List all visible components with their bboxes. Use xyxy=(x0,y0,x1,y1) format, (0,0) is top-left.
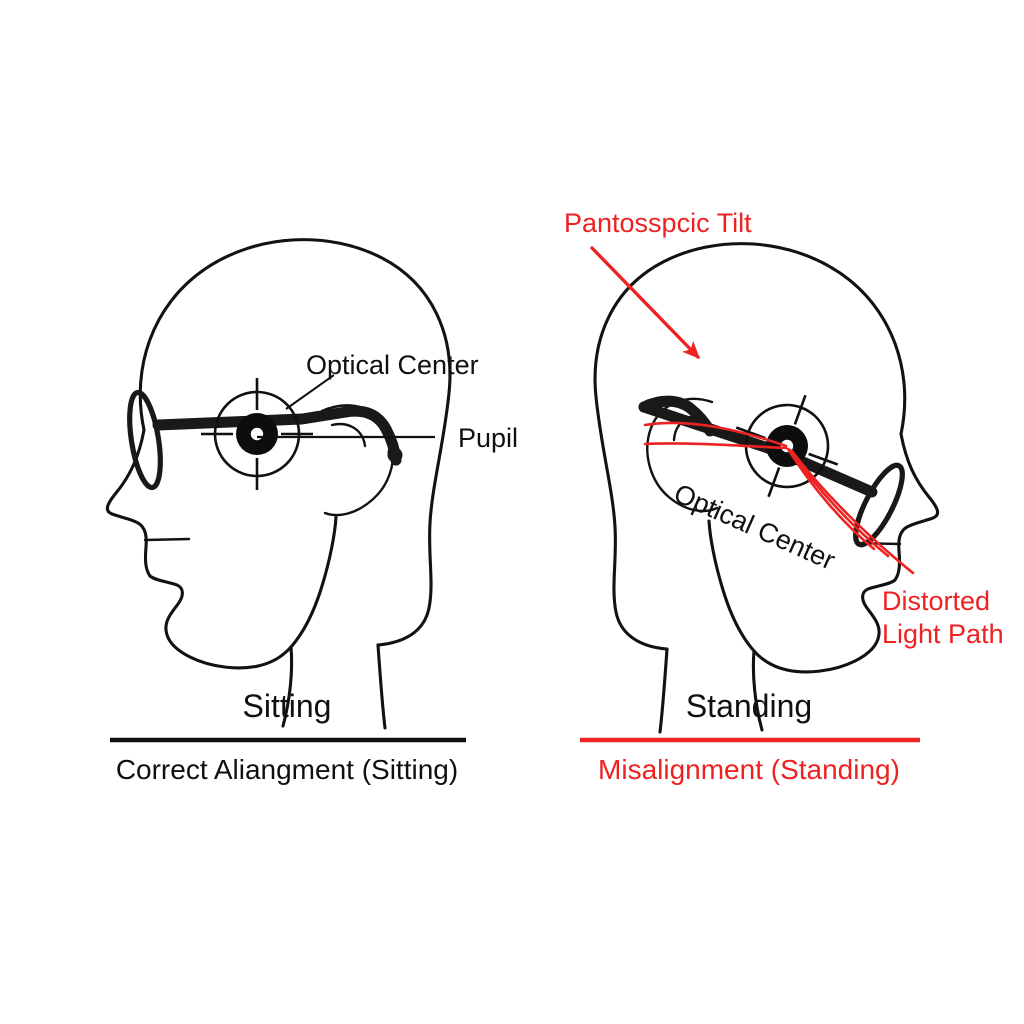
caption-standing: Misalignment (Standing) xyxy=(598,754,900,785)
caption-sitting: Correct Aliangment (Sitting) xyxy=(116,754,458,785)
heading-sitting: Sitting xyxy=(243,688,332,724)
label-distorted-light-path-line1: Distorted xyxy=(882,586,990,616)
eyeglasses-icon xyxy=(127,389,403,491)
light-ray-icon xyxy=(643,421,915,575)
pantoscopic-tilt-arrow xyxy=(590,246,700,360)
optical-center-leader xyxy=(285,374,335,410)
panel-sitting: Optical Center Pupil Sitting Correct Ali… xyxy=(105,238,518,785)
head-profile-icon xyxy=(593,242,940,734)
label-distorted-light-path-line2: Light Path xyxy=(882,619,1004,649)
heading-standing: Standing xyxy=(686,688,812,724)
label-pupil: Pupil xyxy=(458,423,518,453)
label-optical-center-sitting: Optical Center xyxy=(306,350,479,380)
label-pantoscopic-tilt: Pantosspcic Tilt xyxy=(564,208,752,238)
